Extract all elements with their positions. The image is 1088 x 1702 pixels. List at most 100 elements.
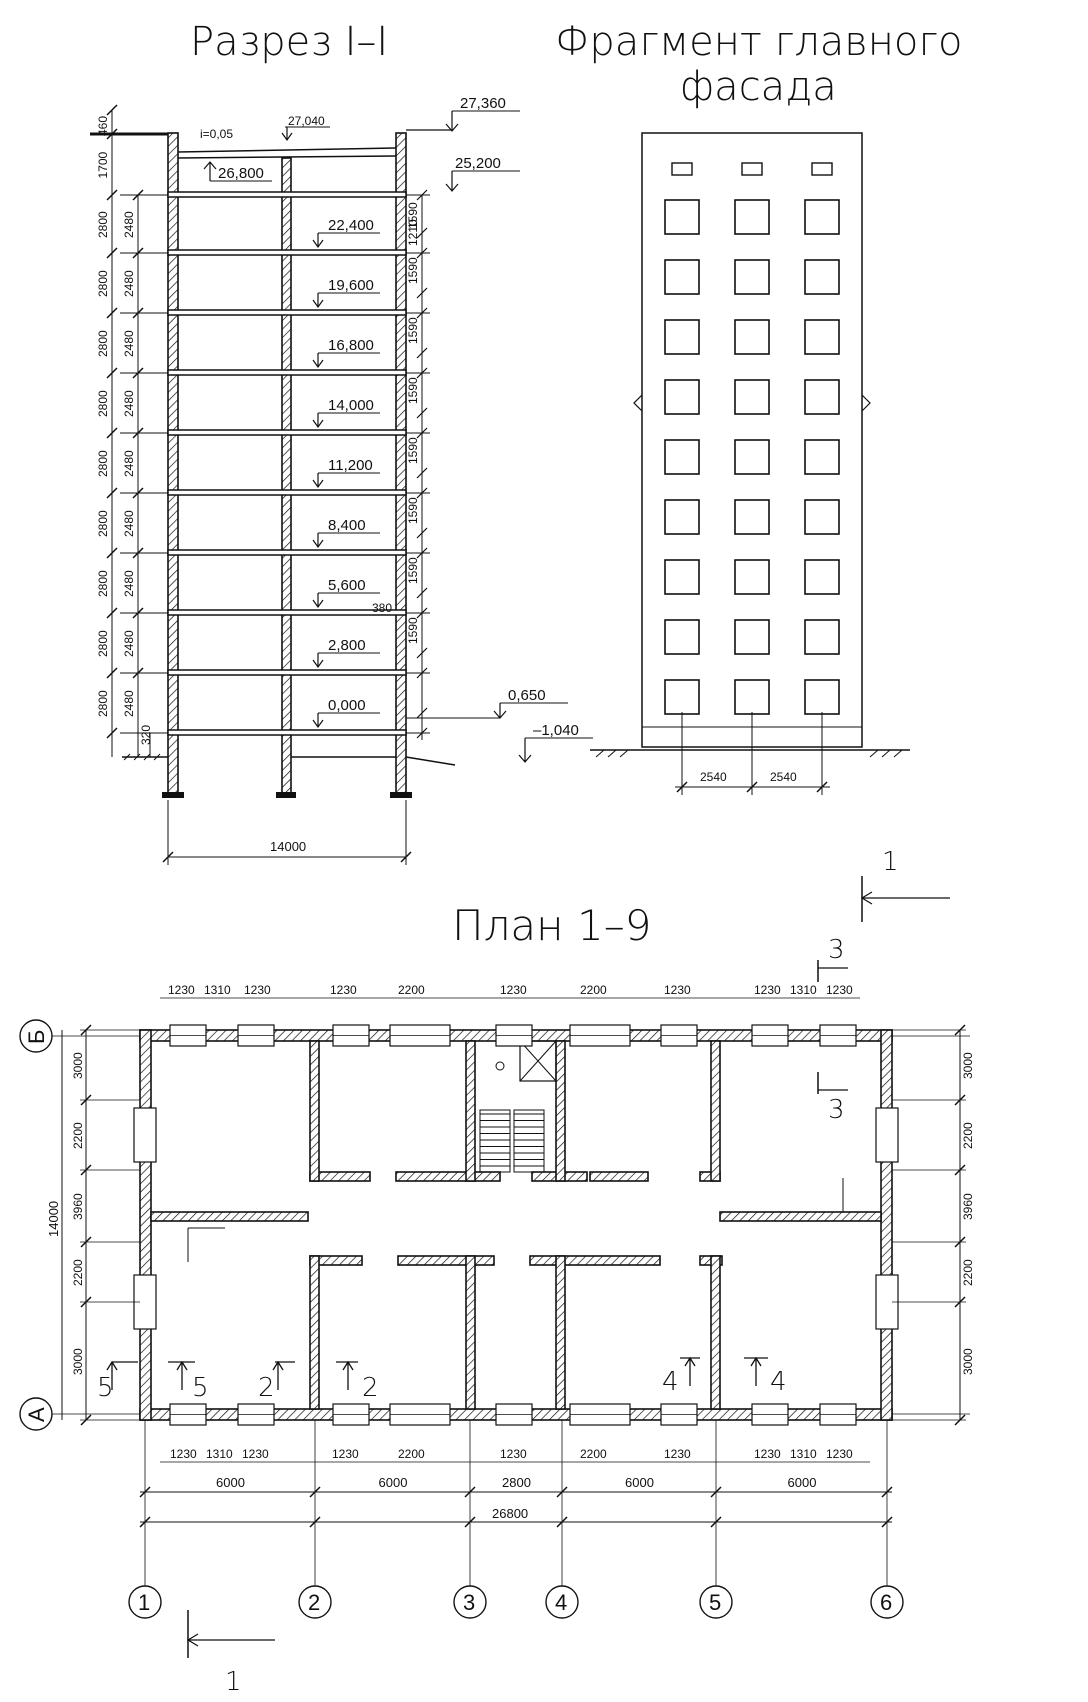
svg-text:14,000: 14,000 <box>328 397 374 414</box>
section-right-wall <box>395 132 407 794</box>
plan-bottom-window-dim: 1230 <box>826 1447 853 1461</box>
plan-top-window-dim: 1230 <box>168 983 195 997</box>
floor-slab <box>167 489 407 496</box>
section-dim-outer: 2800 <box>96 570 110 597</box>
plan-windows <box>133 1024 899 1426</box>
plan-top-window-dim: 1230 <box>664 983 691 997</box>
plan-bottom-window-dim: 2200 <box>580 1447 607 1461</box>
svg-text:0,000: 0,000 <box>328 697 366 714</box>
facade-window <box>804 499 840 535</box>
svg-text:4: 4 <box>770 1367 787 1397</box>
section-dim-right: 1590 <box>406 317 420 344</box>
facade-window <box>804 379 840 415</box>
plan-bottom-window-dim: 1230 <box>170 1447 197 1461</box>
plan-axis-span: 6000 <box>788 1475 817 1490</box>
plan-bottom-window-dim: 1230 <box>242 1447 269 1461</box>
svg-text:2: 2 <box>362 1373 379 1403</box>
facade-window <box>734 319 770 355</box>
section-dim-inner: 2480 <box>122 510 136 537</box>
facade-title-line2: фасада <box>680 64 837 110</box>
section-dim-outer: 2800 <box>96 270 110 297</box>
facade-window <box>804 259 840 295</box>
section-dim-inner: 2480 <box>122 630 136 657</box>
section-dim-outer: 2800 <box>96 330 110 357</box>
facade-attic-window <box>741 162 763 176</box>
elev-27360: 27,360 <box>460 95 506 112</box>
section-dim-right: 1210 <box>406 219 420 246</box>
section-dim-outer: 1700 <box>96 151 110 178</box>
floor-elevation-mark: 2,800 <box>312 637 380 669</box>
floor-slab <box>167 309 407 316</box>
facade-window <box>734 499 770 535</box>
floor-elevation-mark: 5,600 <box>312 577 380 609</box>
plan-left-dim: 3000 <box>71 1348 85 1375</box>
section-dim-inner: 2480 <box>122 450 136 477</box>
facade-window <box>734 559 770 595</box>
floor-slab <box>167 191 407 198</box>
section-dim-outer: 2800 <box>96 630 110 657</box>
svg-text:5,600: 5,600 <box>328 577 366 594</box>
svg-text:22,400: 22,400 <box>328 217 374 234</box>
floor-elevation-mark: 8,400 <box>312 517 380 549</box>
facade-window <box>804 319 840 355</box>
facade-window <box>664 619 700 655</box>
floor-slab <box>167 249 407 256</box>
svg-text:6: 6 <box>880 1590 892 1615</box>
facade-dim-1: 2540 <box>700 770 727 784</box>
section-width-dim: 14000 <box>270 839 306 854</box>
plan-bottom-window-dim: 1230 <box>664 1447 691 1461</box>
section-dim-right: 1590 <box>406 437 420 464</box>
svg-text:4: 4 <box>555 1590 567 1615</box>
floor-slab <box>167 549 407 556</box>
plan-window-left <box>133 1107 157 1163</box>
svg-text:2: 2 <box>308 1590 320 1615</box>
svg-text:–1,040: –1,040 <box>533 722 579 739</box>
plan-axis-span: 6000 <box>379 1475 408 1490</box>
section-mark-1-bottom: 1 <box>186 1610 275 1697</box>
svg-text:5: 5 <box>97 1373 114 1403</box>
plan-bottom-window-dim: 2200 <box>398 1447 425 1461</box>
svg-text:1: 1 <box>138 1590 150 1615</box>
floor-slab <box>167 369 407 376</box>
section-dim-inner: 2480 <box>122 690 136 717</box>
section-dim-inner: 2480 <box>122 390 136 417</box>
facade-view: 2540 2540 <box>590 132 910 795</box>
axis-bubble-3: 3 <box>453 1585 487 1619</box>
facade-dim-2: 2540 <box>770 770 797 784</box>
floor-elevation-mark: 14,000 <box>312 397 380 429</box>
svg-text:5: 5 <box>709 1590 721 1615</box>
svg-text:3: 3 <box>463 1590 475 1615</box>
section-title: Разрез I–I <box>190 19 388 65</box>
plan-right-dim: 2200 <box>961 1122 975 1149</box>
facade-window <box>664 439 700 475</box>
facade-window <box>734 259 770 295</box>
elev-26800: 26,800 <box>218 165 264 182</box>
floor-elevation-mark: 11,200 <box>312 457 380 489</box>
axis-bubble-Б: Б <box>19 1019 970 1053</box>
svg-text:4: 4 <box>662 1367 679 1397</box>
facade-window <box>734 379 770 415</box>
section-view: 4601700280028002800280028002800280028002… <box>90 104 456 865</box>
section-mark-3: 3 3 <box>817 935 848 1125</box>
facade-window <box>804 559 840 595</box>
facade-window <box>664 559 700 595</box>
facade-window <box>804 679 840 715</box>
section-dim-inner: 2480 <box>122 270 136 297</box>
svg-text:3: 3 <box>828 1095 845 1125</box>
svg-text:0,650: 0,650 <box>508 687 546 704</box>
plan-left-dim: 2200 <box>71 1259 85 1286</box>
floor-elevation-mark: 0,000 <box>312 697 380 729</box>
svg-text:1: 1 <box>882 847 899 877</box>
section-dim-inner: 2480 <box>122 330 136 357</box>
section-dim-right: 1590 <box>406 617 420 644</box>
floor-elevation-mark: 16,800 <box>312 337 380 369</box>
section-dim-outer: 460 <box>96 116 110 136</box>
section-dim-inner: 2480 <box>122 570 136 597</box>
floor-slab <box>167 609 407 616</box>
facade-window <box>664 499 700 535</box>
svg-text:19,600: 19,600 <box>328 277 374 294</box>
plan-wall-left <box>139 1029 152 1421</box>
section-dim-outer: 2800 <box>96 510 110 537</box>
axis-bubble-5: 5 <box>699 1585 733 1619</box>
